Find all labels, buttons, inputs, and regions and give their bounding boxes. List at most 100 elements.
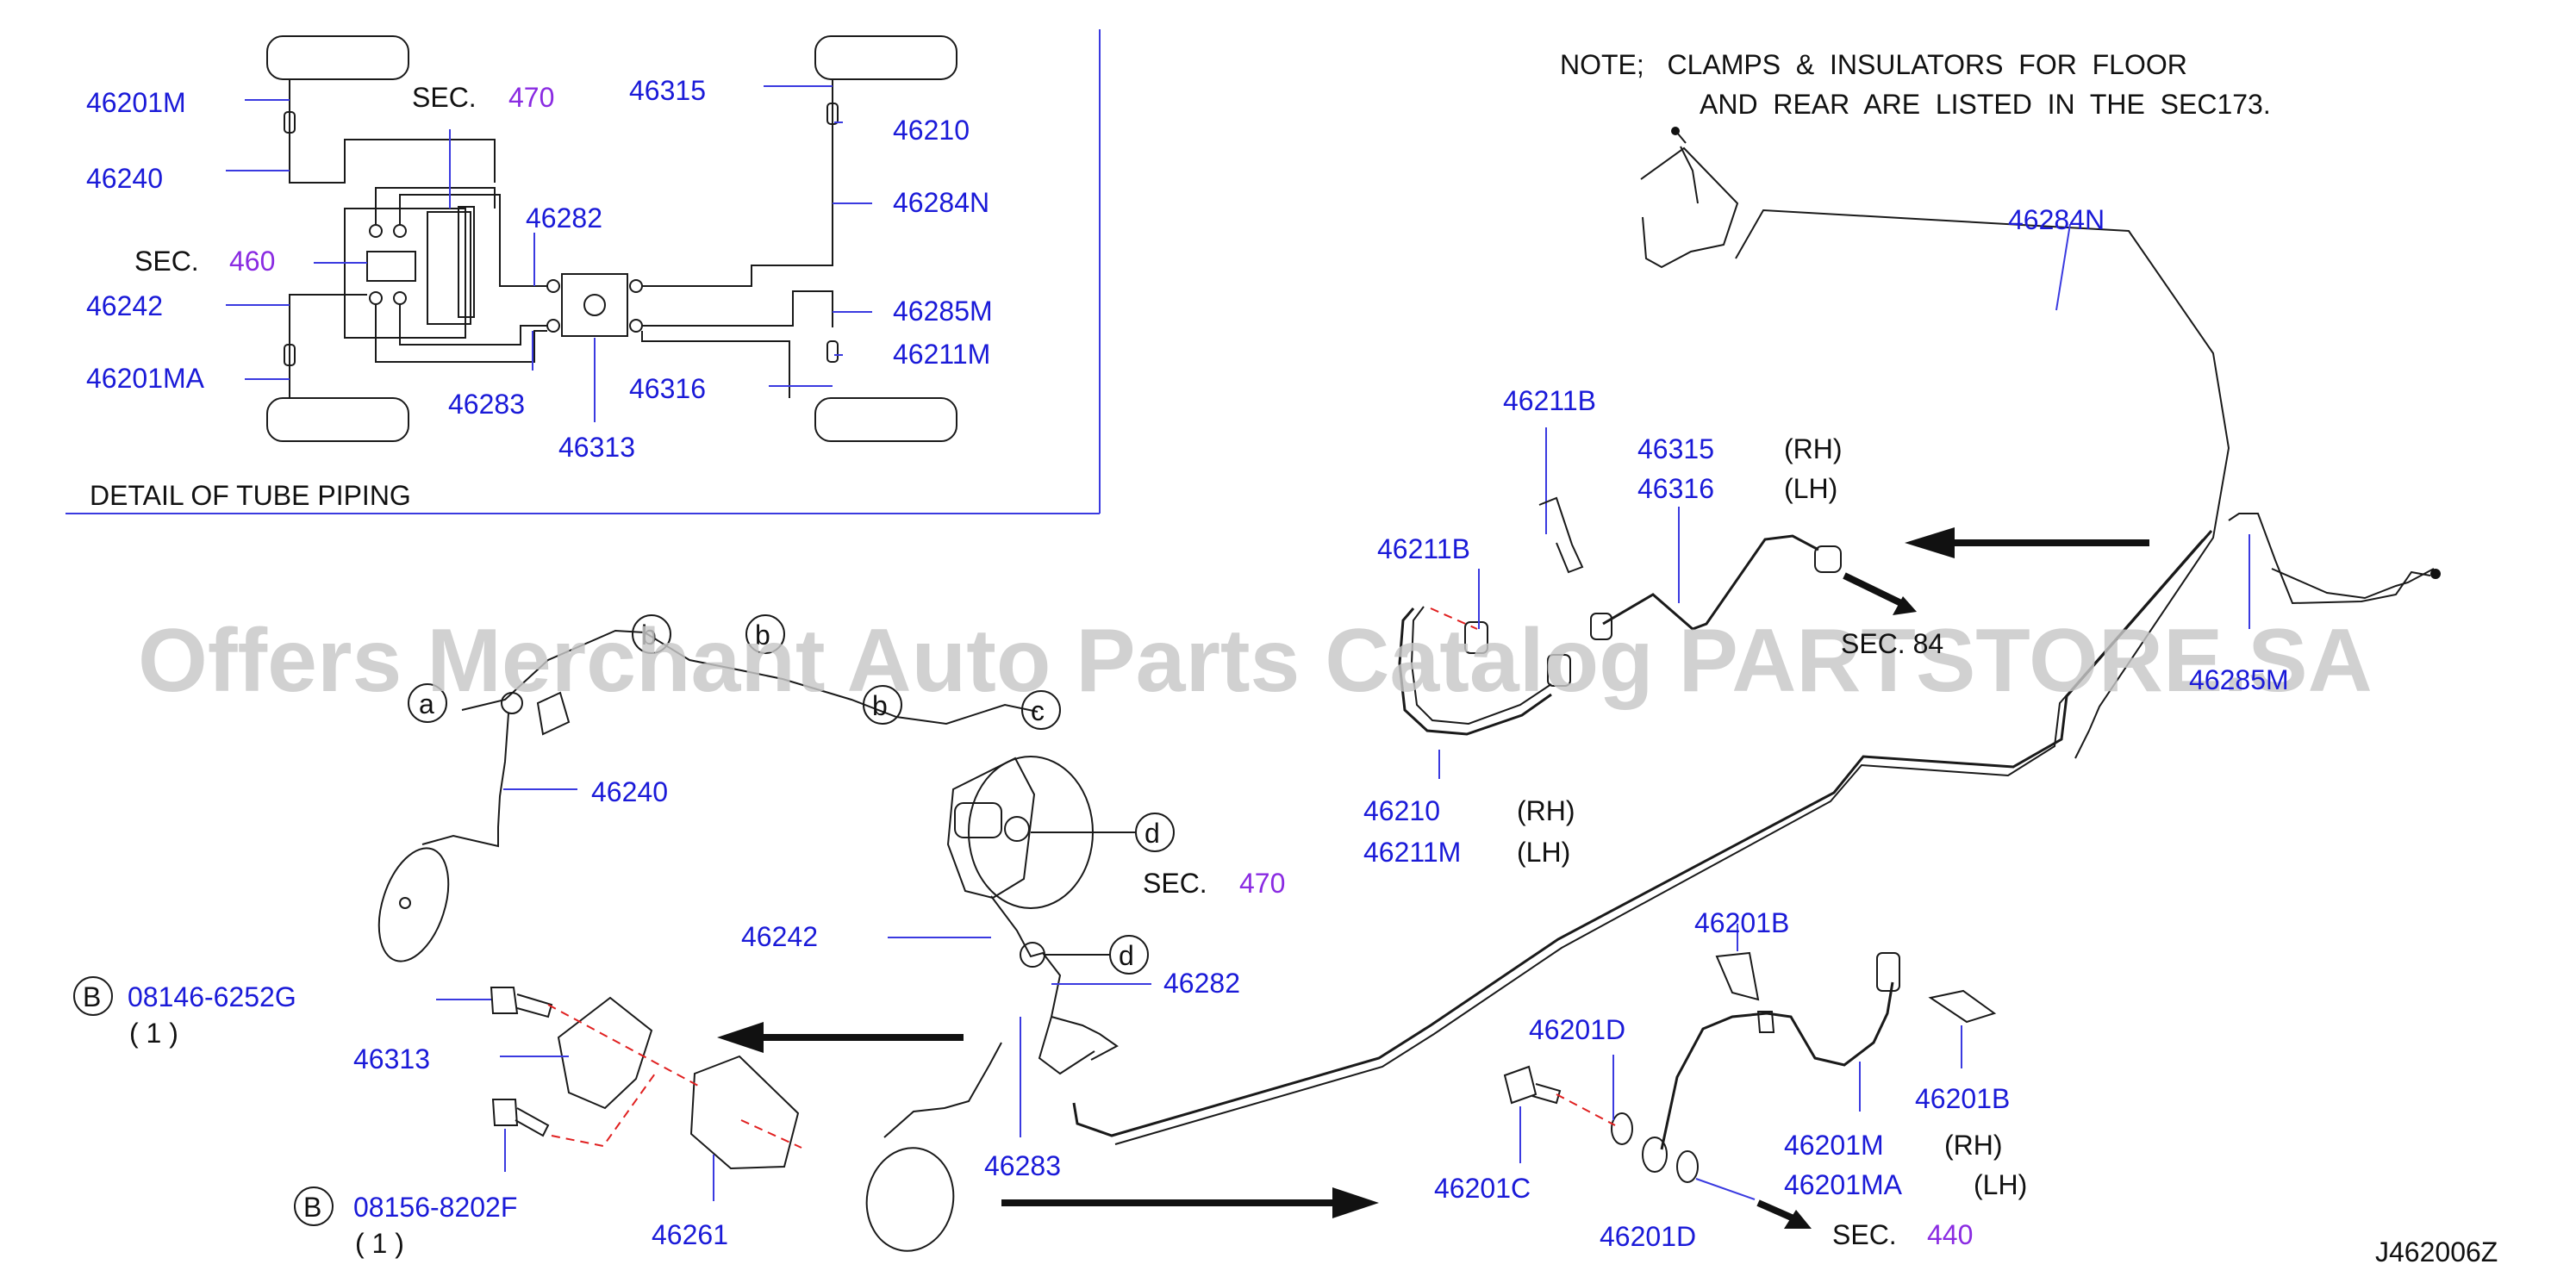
label-46285M: 46285M	[2189, 664, 2289, 695]
label-lh-3: (LH)	[1974, 1169, 2027, 1200]
label-46201MA: 46201MA	[1784, 1169, 1903, 1200]
callout-B2-label: B	[303, 1192, 321, 1223]
label-sec-440-number: 440	[1927, 1219, 1973, 1250]
hose-fitting	[1547, 654, 1571, 687]
callout-b2-label: b	[755, 620, 770, 651]
label-46211M: 46211M	[1363, 837, 1461, 868]
label-46261: 46261	[652, 1219, 728, 1250]
hose-fitting	[1464, 621, 1488, 654]
label-rh-1: (RH)	[1784, 433, 1843, 464]
label-46313: 46313	[353, 1043, 430, 1074]
tube-piping	[289, 79, 833, 398]
label-46315: 46315	[1637, 433, 1714, 464]
rear-bracket	[1640, 146, 1739, 269]
wheel-rear-right	[814, 397, 957, 442]
label-bolt1-qty: ( 1 )	[129, 1018, 178, 1049]
tube-46240	[461, 629, 1039, 726]
label-46316: 46316	[1637, 473, 1714, 504]
label-bolt2-code: 08156-8202F	[353, 1192, 517, 1223]
actuator-port	[629, 319, 643, 333]
front-right-hose	[1398, 427, 1917, 779]
mc-port	[369, 291, 383, 305]
rear-hose-end	[1671, 127, 1680, 135]
callouts: a b b b c d d	[377, 614, 1175, 1252]
wheel-front-right	[814, 35, 957, 80]
rear-right-disc	[865, 1147, 955, 1252]
label-46242: 46242	[741, 921, 818, 952]
hose	[826, 340, 839, 363]
callout-b3-label: b	[872, 690, 888, 721]
tube-46285M	[2228, 513, 2431, 605]
bolt-08156	[491, 1099, 550, 1137]
actuator-port	[629, 279, 643, 293]
detail-sec-470-prefix: SEC.	[412, 82, 477, 113]
callout-a-label: a	[419, 688, 434, 719]
label-sec-470-number: 470	[1239, 868, 1285, 899]
bolt-08146	[490, 987, 553, 1018]
label-46210: 46210	[1363, 795, 1440, 826]
tube-46284N	[1735, 209, 2230, 759]
detail-label-46313: 46313	[558, 432, 635, 463]
actuator-port	[546, 279, 560, 293]
long-floor-tube	[1072, 530, 2213, 1137]
diagram-code: J462006Z	[2375, 1236, 2498, 1267]
detail-label-46316: 46316	[629, 373, 706, 404]
detail-label-46315: 46315	[629, 75, 706, 106]
label-46283: 46283	[984, 1150, 1061, 1181]
bracket-46313	[557, 996, 653, 1110]
detail-sec-460-prefix: SEC.	[134, 246, 199, 277]
callout-b2	[745, 614, 785, 654]
long-floor-tube-inner	[1114, 539, 2204, 1145]
abs-actuator	[561, 273, 628, 337]
detail-label-46242: 46242	[86, 290, 163, 321]
detail-inset: 46201M 46240 SEC. 460 46242 46201MA SEC.…	[65, 29, 1101, 514]
note-line-1: NOTE; CLAMPS & INSULATORS FOR FLOOR	[1560, 49, 2187, 80]
actuator-port	[546, 319, 560, 333]
label-46284N: 46284N	[2008, 204, 2105, 235]
label-rh-3: (RH)	[1944, 1130, 2003, 1161]
label-46201D-top: 46201D	[1529, 1014, 1625, 1045]
floor-tubes	[1072, 127, 2441, 1145]
clip-46211B	[1538, 496, 1584, 574]
hose	[826, 103, 839, 125]
hose	[284, 344, 296, 366]
callout-B2	[294, 1186, 334, 1226]
label-lh-2: (LH)	[1517, 837, 1570, 868]
booster-front	[427, 211, 471, 325]
label-46282: 46282	[1163, 968, 1240, 999]
label-lh-1: (LH)	[1784, 473, 1837, 504]
hose-46210	[1398, 607, 1552, 736]
callout-b1-label: b	[641, 620, 657, 651]
callout-a	[408, 683, 447, 723]
sec-84-arrow	[1843, 572, 1906, 608]
mc-port	[393, 224, 407, 238]
actuator-mount: B B	[73, 527, 2149, 1226]
wheel-front-left	[266, 35, 409, 80]
label-sec-84: SEC. 84	[1841, 628, 1943, 659]
label-46201D-bottom: 46201D	[1600, 1221, 1696, 1252]
watermark: Offers Merchant Auto Parts Catalog PARTS…	[138, 611, 2373, 711]
label-46201B-top: 46201B	[1694, 907, 1789, 938]
label-46211B-left: 46211B	[1377, 533, 1470, 564]
callout-b1	[632, 614, 671, 654]
label-46201B-right: 46201B	[1915, 1083, 2010, 1114]
callout-b3	[863, 685, 902, 725]
note-line-2: AND REAR ARE LISTED IN THE SEC173.	[1700, 89, 2271, 120]
callout-c	[1021, 690, 1061, 730]
detail-label-46210: 46210	[893, 115, 970, 146]
callout-B1-label: B	[83, 981, 101, 1012]
wheel-rear-left	[266, 397, 409, 442]
label-rh-2: (RH)	[1517, 795, 1575, 826]
label-sec-470-prefix: SEC.	[1143, 868, 1207, 899]
washer-46201D	[1611, 1112, 1633, 1145]
label-46201C: 46201C	[1434, 1173, 1531, 1204]
detail-sec-470-number: 470	[508, 82, 554, 113]
detail-label-46201M: 46201M	[86, 87, 186, 118]
master-cylinder	[366, 251, 416, 282]
detail-leaders	[226, 85, 872, 422]
detail-label-46284N: 46284N	[893, 187, 989, 218]
label-sec-440-prefix: SEC.	[1832, 1219, 1897, 1250]
hose	[284, 111, 296, 134]
booster-body	[344, 208, 466, 339]
